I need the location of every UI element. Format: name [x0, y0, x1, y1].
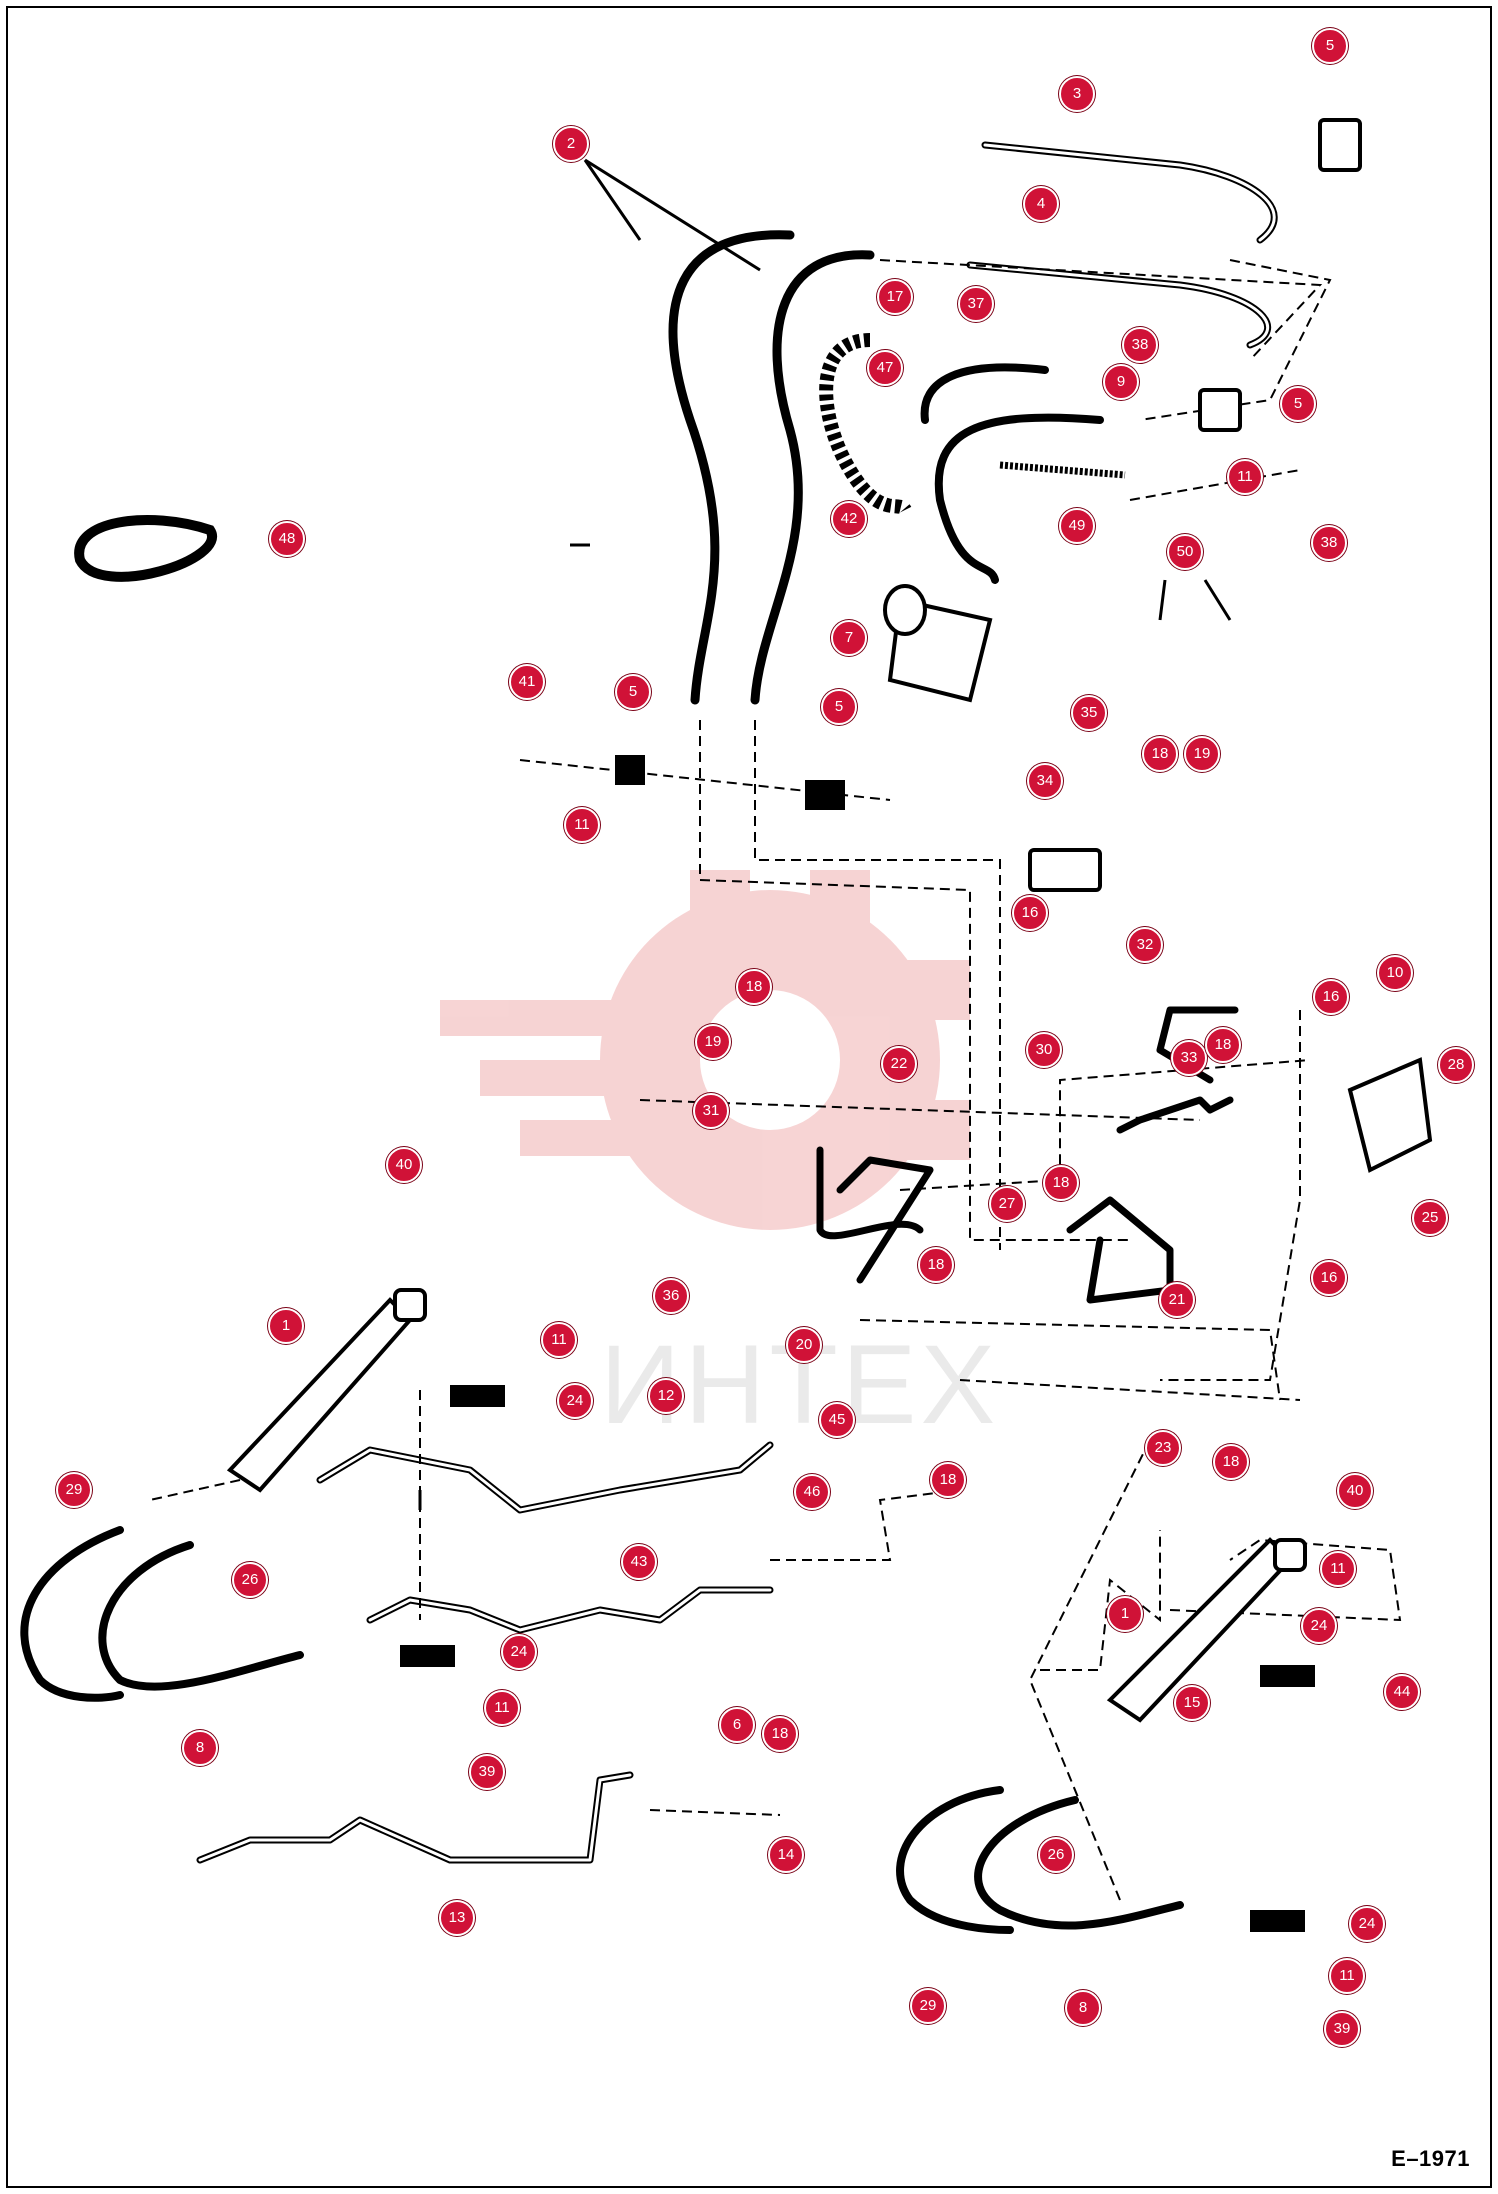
- callout-24: 24: [1301, 1608, 1337, 1644]
- callout-18: 18: [762, 1716, 798, 1752]
- callout-11: 11: [541, 1322, 577, 1358]
- dashed-lines: [149, 259, 1402, 1901]
- callout-20: 20: [786, 1327, 822, 1363]
- drawing-code: E–1971: [1391, 2146, 1470, 2171]
- callout-9: 9: [1103, 364, 1139, 400]
- callout-36: 36: [653, 1278, 689, 1314]
- callout-31: 31: [693, 1093, 729, 1129]
- callout-40: 40: [1337, 1473, 1373, 1509]
- callout-44: 44: [1384, 1674, 1420, 1710]
- callout-46: 46: [794, 1474, 830, 1510]
- callout-11: 11: [1227, 459, 1263, 495]
- callout-18: 18: [1043, 1165, 1079, 1201]
- callout-28: 28: [1438, 1047, 1474, 1083]
- callout-1: 1: [268, 1308, 304, 1344]
- drawing-frame: [6, 6, 1492, 2188]
- callout-29: 29: [910, 1988, 946, 2024]
- callout-leaders: [418, 158, 1232, 1510]
- callout-21: 21: [1159, 1282, 1195, 1318]
- callout-12: 12: [648, 1378, 684, 1414]
- callout-18: 18: [1213, 1444, 1249, 1480]
- callout-37: 37: [958, 286, 994, 322]
- callout-5: 5: [1280, 386, 1316, 422]
- callout-50: 50: [1167, 534, 1203, 570]
- callout-16: 16: [1313, 979, 1349, 1015]
- callout-5: 5: [821, 689, 857, 725]
- callout-26: 26: [1038, 1837, 1074, 1873]
- callout-15: 15: [1174, 1685, 1210, 1721]
- callout-18: 18: [1205, 1027, 1241, 1063]
- callout-1: 1: [1107, 1596, 1143, 1632]
- callout-3: 3: [1059, 76, 1095, 112]
- callout-34: 34: [1027, 763, 1063, 799]
- callout-39: 39: [1324, 2011, 1360, 2047]
- callout-42: 42: [831, 501, 867, 537]
- callout-18: 18: [930, 1462, 966, 1498]
- callout-6: 6: [719, 1707, 755, 1743]
- callout-16: 16: [1012, 895, 1048, 931]
- callout-18: 18: [736, 969, 772, 1005]
- clamp-blocks: [400, 755, 1315, 1932]
- callout-13: 13: [439, 1900, 475, 1936]
- callout-5: 5: [615, 674, 651, 710]
- callout-27: 27: [989, 1186, 1025, 1222]
- bar-49: [999, 461, 1126, 479]
- callout-24: 24: [1349, 1906, 1385, 1942]
- callout-11: 11: [484, 1690, 520, 1726]
- callout-38: 38: [1311, 525, 1347, 561]
- callout-49: 49: [1059, 508, 1095, 544]
- callout-24: 24: [557, 1383, 593, 1419]
- callout-18: 18: [1142, 736, 1178, 772]
- callout-7: 7: [831, 620, 867, 656]
- callout-8: 8: [182, 1730, 218, 1766]
- callout-26: 26: [232, 1562, 268, 1598]
- callout-41: 41: [509, 664, 545, 700]
- cylinders: [226, 584, 1307, 1723]
- callout-19: 19: [1184, 736, 1220, 772]
- callout-11: 11: [564, 807, 600, 843]
- callout-5: 5: [1312, 28, 1348, 64]
- callout-16: 16: [1311, 1260, 1347, 1296]
- callout-4: 4: [1023, 186, 1059, 222]
- callout-47: 47: [867, 350, 903, 386]
- callout-25: 25: [1412, 1200, 1448, 1236]
- callout-19: 19: [695, 1024, 731, 1060]
- callout-29: 29: [56, 1472, 92, 1508]
- callout-33: 33: [1171, 1040, 1207, 1076]
- callout-17: 17: [877, 279, 913, 315]
- callout-2: 2: [553, 126, 589, 162]
- callout-43: 43: [621, 1544, 657, 1580]
- callout-48: 48: [269, 521, 305, 557]
- callout-38: 38: [1122, 327, 1158, 363]
- callout-32: 32: [1127, 927, 1163, 963]
- callout-14: 14: [768, 1837, 804, 1873]
- watermark-logo-hole: [700, 990, 840, 1130]
- callout-11: 11: [1320, 1551, 1356, 1587]
- callout-23: 23: [1145, 1430, 1181, 1466]
- braided-hose: [819, 333, 912, 515]
- hoses: [20, 230, 1184, 1934]
- callout-11: 11: [1329, 1958, 1365, 1994]
- valve-block: [1028, 118, 1433, 1173]
- callout-22: 22: [881, 1046, 917, 1082]
- callout-35: 35: [1071, 695, 1107, 731]
- callout-30: 30: [1026, 1032, 1062, 1068]
- callout-18: 18: [918, 1247, 954, 1283]
- callout-8: 8: [1065, 1990, 1101, 2026]
- callout-45: 45: [819, 1402, 855, 1438]
- callout-39: 39: [469, 1754, 505, 1790]
- callout-40: 40: [386, 1147, 422, 1183]
- callout-10: 10: [1377, 955, 1413, 991]
- callout-24: 24: [501, 1634, 537, 1670]
